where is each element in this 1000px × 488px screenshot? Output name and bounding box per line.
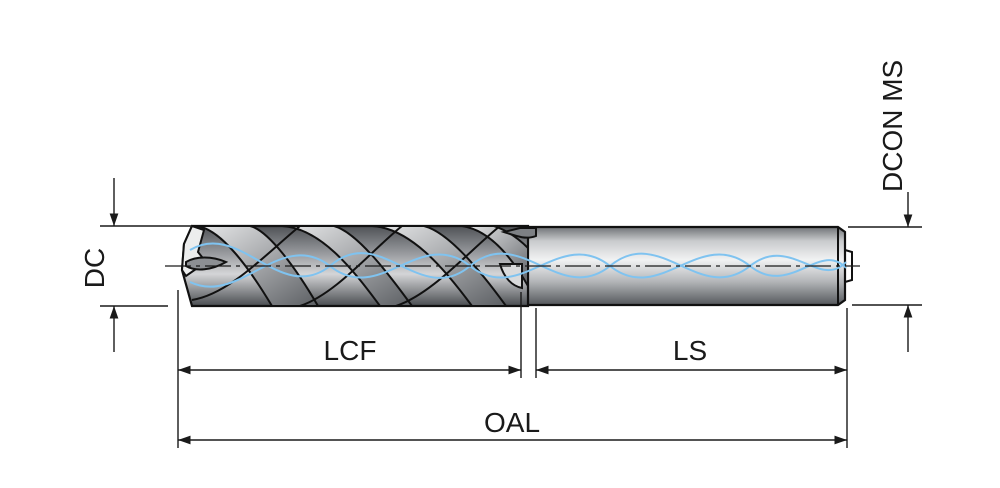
lcf-label: LCF [324, 335, 377, 366]
dc-label: DC [79, 248, 110, 288]
dc-dimension [100, 178, 192, 352]
helical-lands [191, 226, 529, 306]
dcon-ms-dimension [848, 192, 922, 352]
extension-lines [177, 290, 848, 448]
oal-label: OAL [484, 407, 540, 438]
drill-body [165, 224, 860, 308]
dcon-ms-label: DCON MS [877, 60, 908, 192]
ls-label: LS [673, 335, 707, 366]
flute-runout [500, 227, 537, 239]
